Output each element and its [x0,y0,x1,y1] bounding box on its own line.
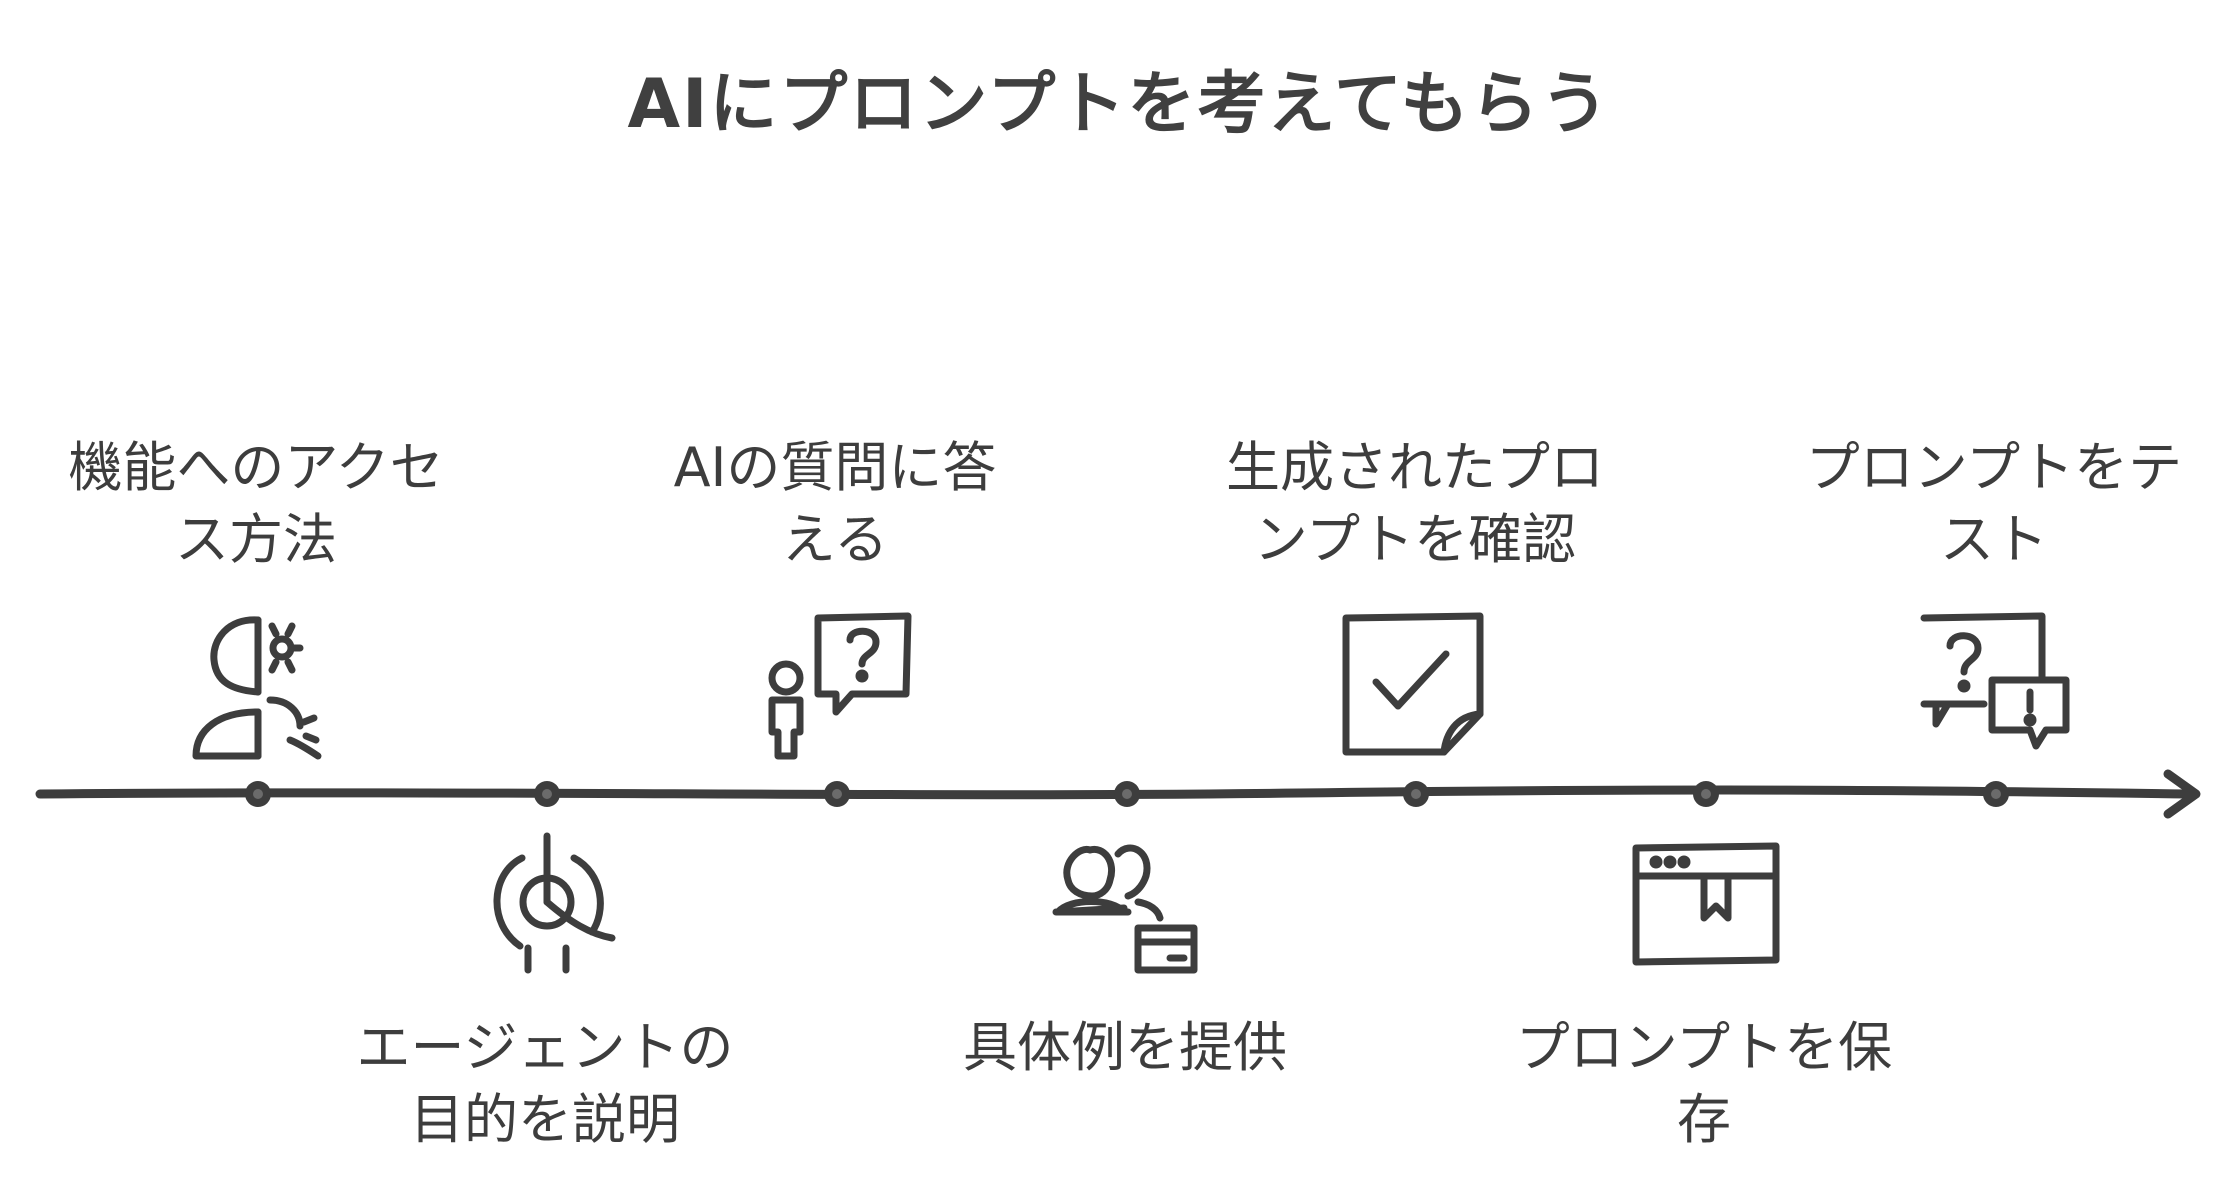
bookmark-window-icon [1632,842,1780,966]
timeline-axis [35,769,2201,819]
person-question-icon [768,612,912,760]
step-label-7: プロンプトをテ スト [1805,436,2183,571]
timeline-dot [824,781,850,807]
timeline-dot [1114,781,1140,807]
timeline-dot [245,781,271,807]
step-label-1: 機能へのアクセ ス方法 [68,436,444,571]
head-gears-icon [192,616,322,760]
step-label-5: 生成されたプロ ンプトを確認 [1226,436,1604,571]
step-label-4: 具体例を提供 [963,1016,1287,1079]
page-title: AIにプロンプトを考えてもらう [627,65,1611,144]
question-exclaim-bubbles-icon [1920,612,2070,750]
checked-note-icon [1342,612,1484,756]
users-card-icon [1052,844,1198,974]
timeline-dot [1983,781,2009,807]
timeline-dot [1693,781,1719,807]
step-label-3: AIの質問に答 える [673,436,997,571]
target-icon [493,832,616,974]
timeline-dot [1403,781,1429,807]
step-label-2: エージェントの 目的を説明 [356,1016,734,1151]
step-label-6: プロンプトを保 存 [1515,1016,1893,1151]
timeline-dot [534,781,560,807]
